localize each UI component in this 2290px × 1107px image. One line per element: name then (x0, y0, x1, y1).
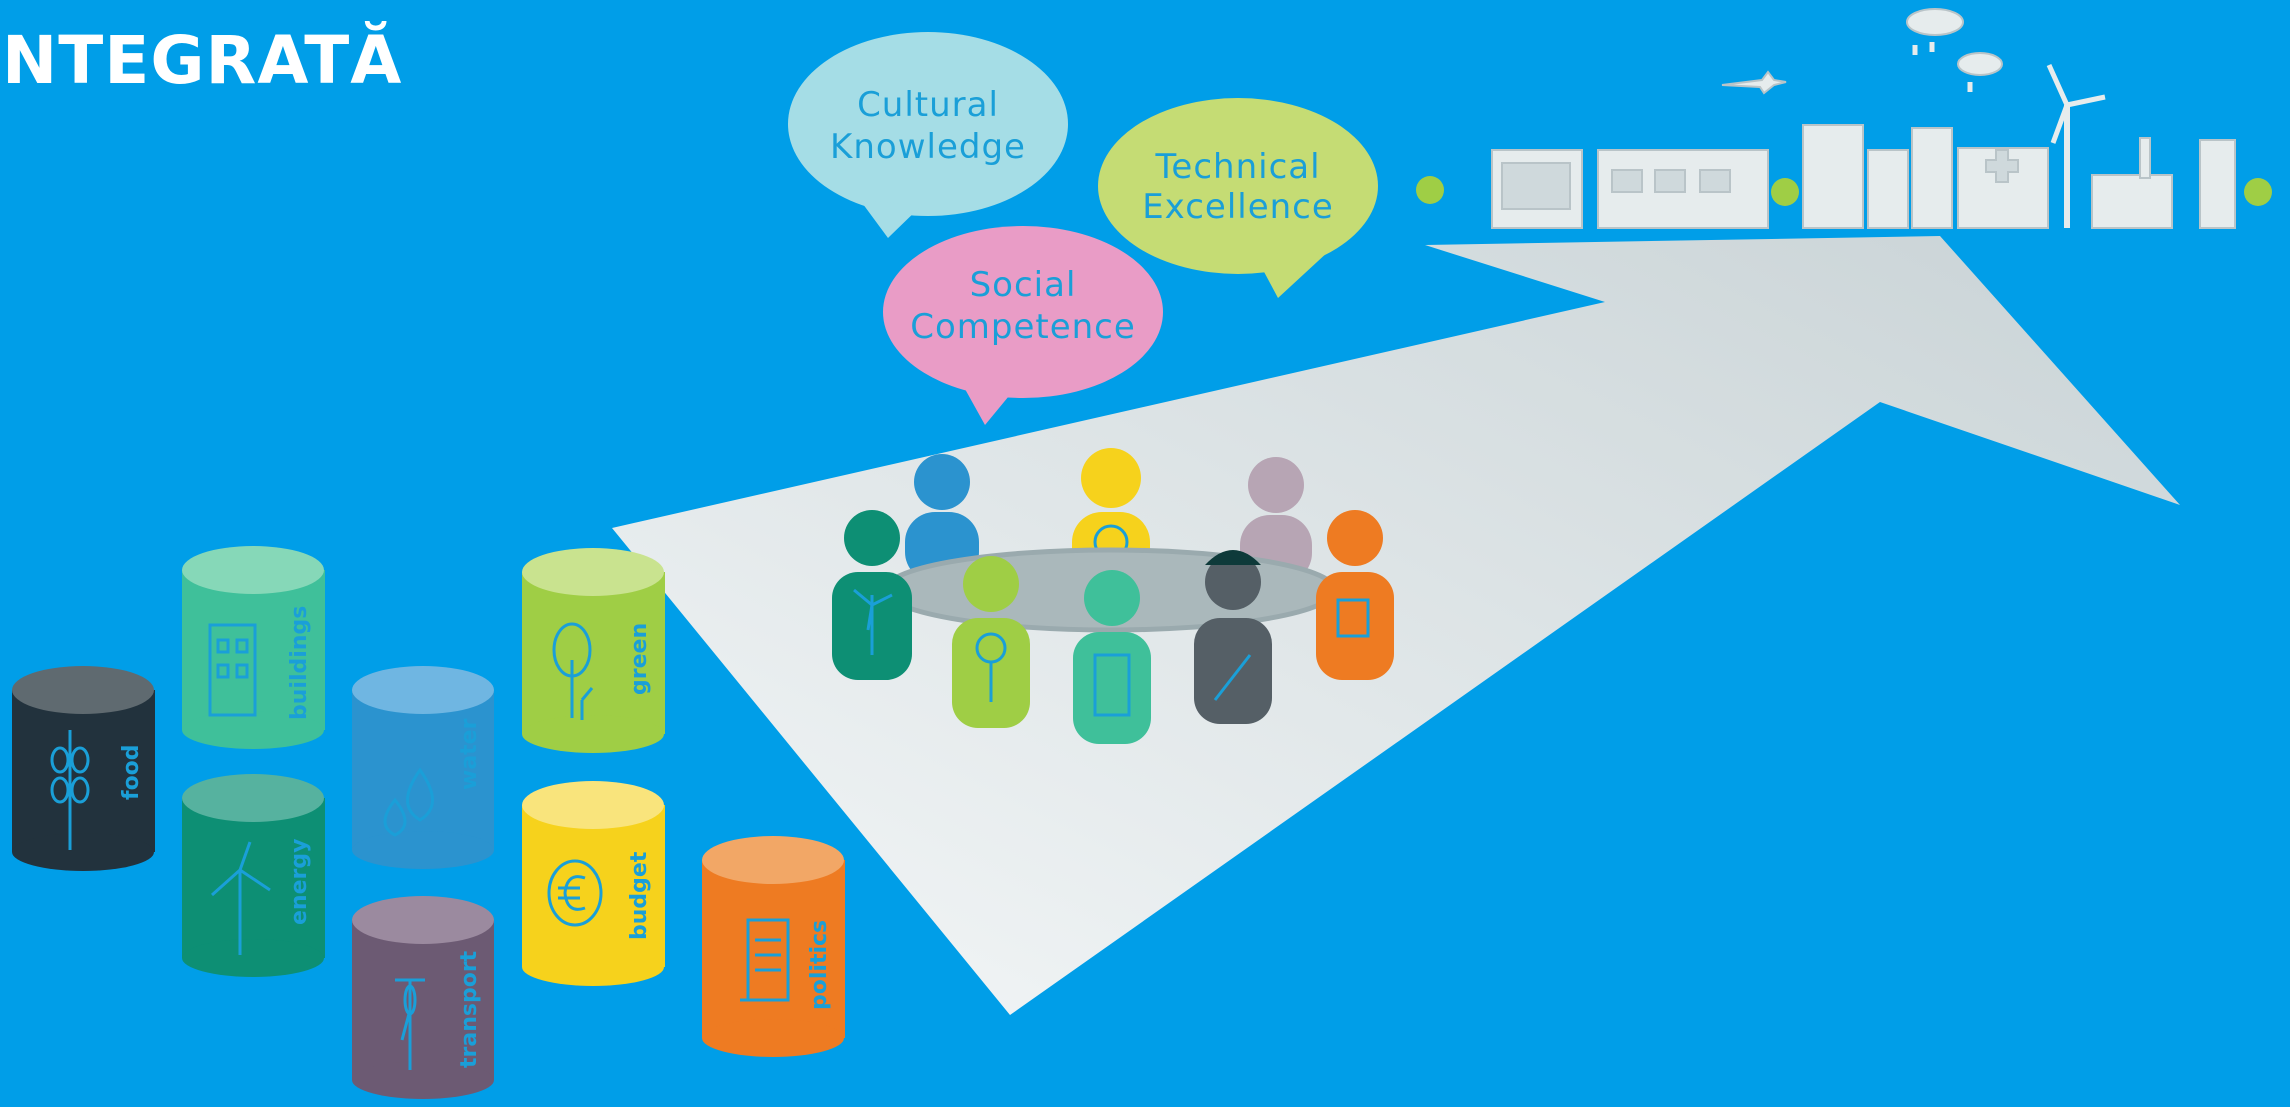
airplane-icon (1721, 70, 1787, 95)
tree-icon (1416, 176, 2272, 206)
round-table-people (832, 448, 1394, 744)
cylinder-green: green (522, 548, 665, 753)
person (832, 510, 912, 680)
progress-arrow (612, 236, 2180, 1015)
bubble-cultural-knowledge: Cultural Knowledge (788, 32, 1068, 238)
cylinder-buildings: buildings (182, 546, 325, 749)
euro-coin-icon (547, 859, 603, 927)
cylinder-water: water (352, 666, 494, 869)
city-skyline (1416, 8, 2272, 229)
person (952, 556, 1030, 728)
document-scroll-icon (740, 918, 790, 1002)
person (1316, 510, 1394, 680)
bicycle-icon (395, 978, 425, 1070)
bubble-line: Technical (1154, 147, 1320, 187)
building-3 (1802, 124, 1864, 229)
building-6 (2199, 139, 2236, 229)
factory (2091, 174, 2173, 229)
cylinder-budget: budget (522, 781, 665, 986)
cylinder-politics: politics (702, 836, 845, 1057)
cylinder-label: politics (807, 920, 832, 1010)
cylinder-label: energy (287, 839, 312, 925)
cylinder-label: budget (627, 851, 652, 940)
cylinder-label: green (627, 623, 652, 695)
wind-turbine-icon (211, 841, 271, 955)
cylinder-label: water (457, 718, 482, 790)
person (1073, 570, 1151, 744)
cylinder-food: food (12, 666, 155, 871)
wind-turbine-icon (2046, 63, 2106, 228)
water-drops-icon (383, 767, 434, 837)
cylinder-label: buildings (287, 606, 312, 720)
building-5 (1911, 127, 1953, 229)
bubble-line: Knowledge (830, 127, 1026, 167)
cylinder-label: food (119, 744, 144, 800)
building-4 (1867, 149, 1909, 229)
bubble-line: Cultural (857, 85, 999, 125)
page-title: NTEGRATĂ (2, 22, 403, 99)
tree-icon (552, 622, 594, 720)
bubble-line: Excellence (1142, 187, 1334, 227)
hospital-cross-icon (1985, 149, 2019, 183)
building-icon (208, 623, 257, 717)
wheat-icon (50, 730, 90, 850)
bubble-technical-excellence: Technical Excellence (1098, 98, 1378, 298)
person (1194, 550, 1272, 724)
bubble-line: Competence (910, 307, 1136, 347)
cylinder-energy: energy (182, 774, 325, 977)
cylinder-transport: transport (352, 896, 494, 1099)
bubble-social-competence: Social Competence (883, 226, 1163, 425)
cylinder-label: transport (457, 950, 482, 1068)
bubble-line: Social (970, 265, 1077, 305)
cloud-icon (1906, 8, 2003, 92)
